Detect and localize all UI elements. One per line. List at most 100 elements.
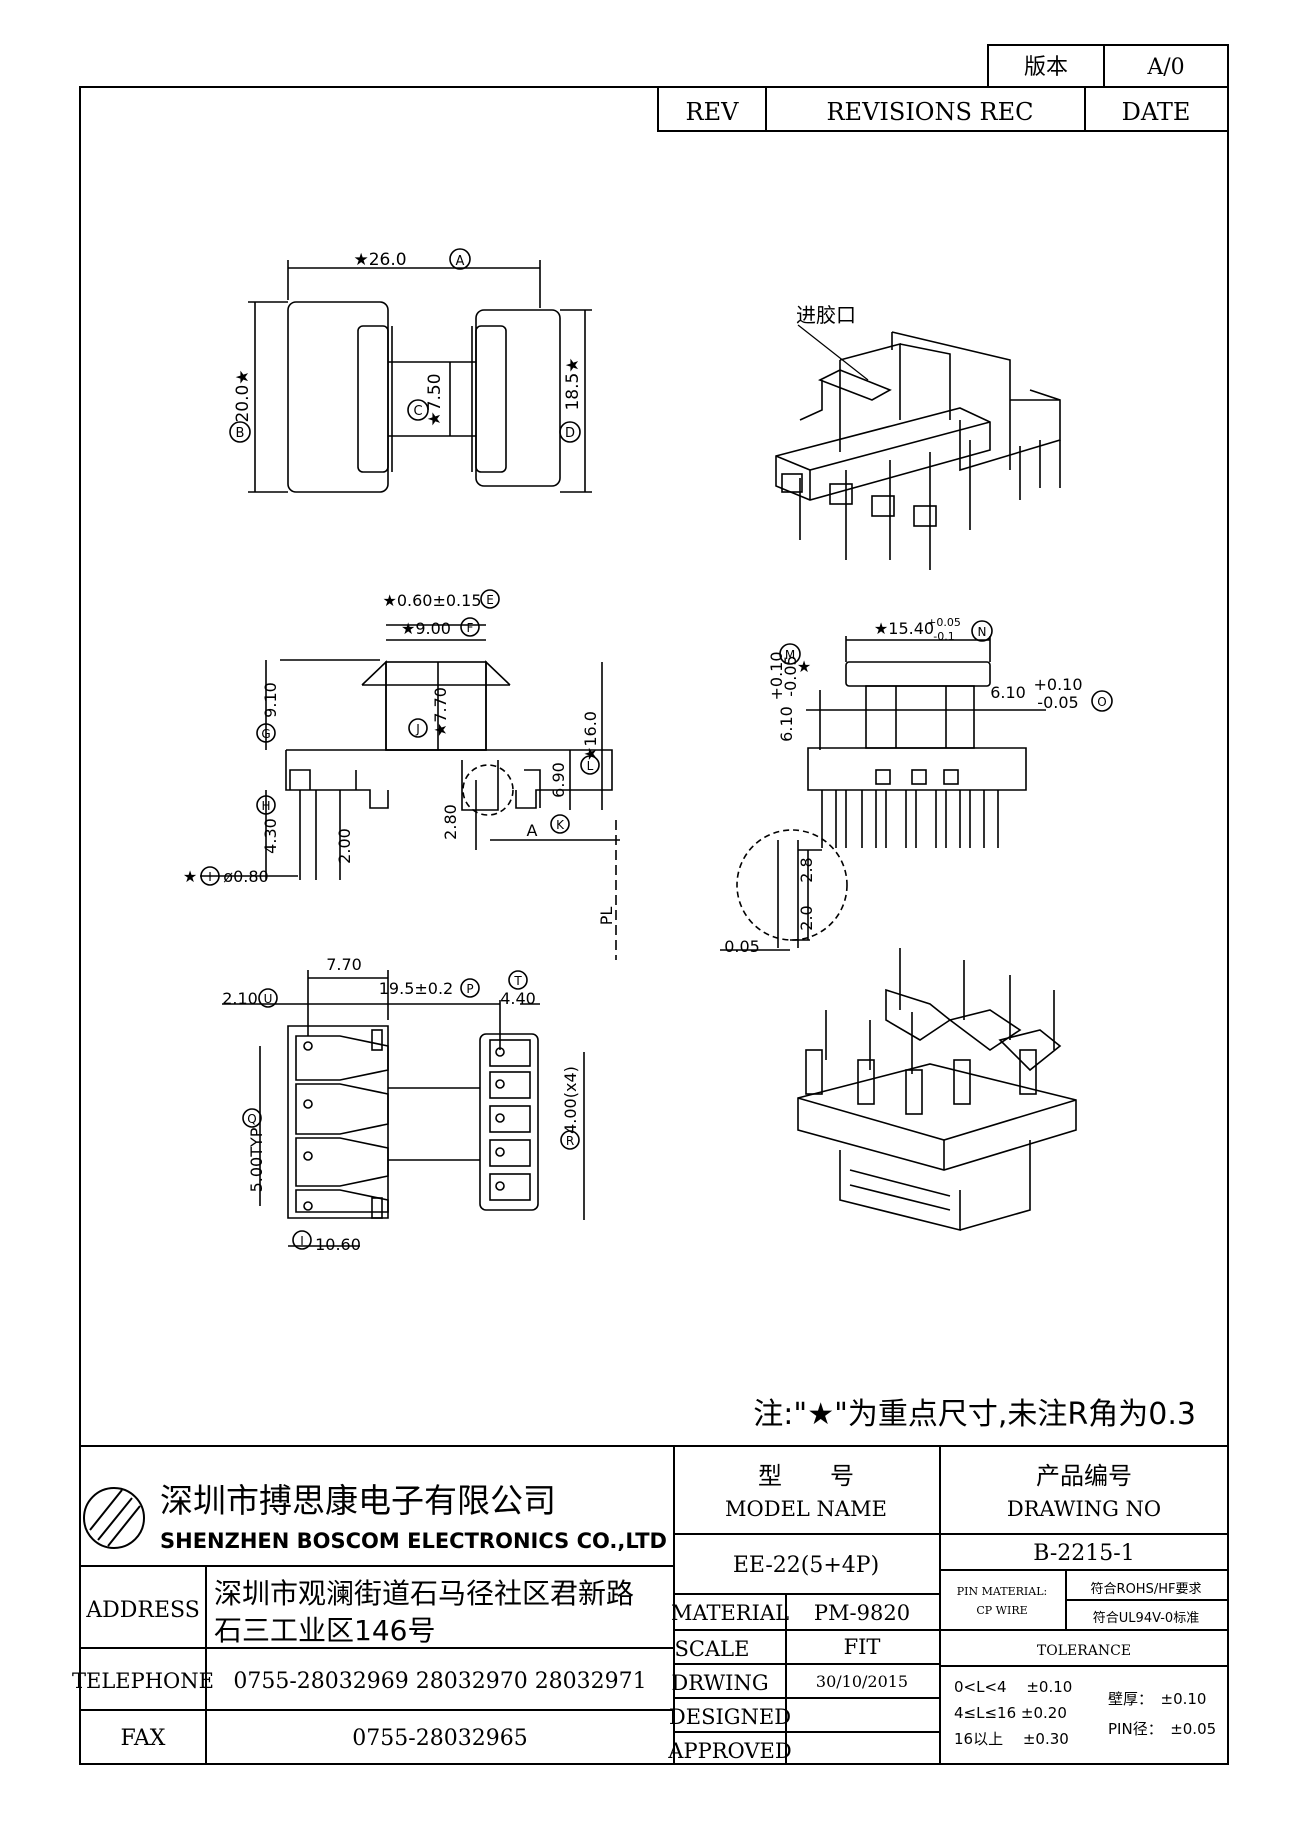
drwing-value: 30/10/2015 [816, 1672, 908, 1691]
tag-u: U [264, 992, 273, 1006]
dim-770-core: ★7.70 [431, 687, 450, 737]
revision-box: 版本 A/0 REV REVISIONS REC DATE [657, 44, 1229, 132]
dim-200: 2.00 [335, 828, 354, 864]
tag-r: R [566, 1134, 574, 1148]
tag-k: K [556, 818, 565, 832]
dim-pin-dia: ø0.80 [223, 867, 268, 886]
tag-d: D [565, 426, 575, 441]
dim-height-20: 20.0★ [233, 369, 253, 422]
dim-430: 4.30 [261, 818, 280, 854]
tag-m: M [785, 648, 795, 662]
ul-spec: 符合UL94V-0标准 [1093, 1610, 1199, 1626]
detail-28: 2.8 [797, 857, 816, 882]
dim-height-185: 18.5★ [563, 357, 583, 410]
model-value: EE-22(5+4P) [733, 1553, 879, 1578]
company-name-en: SHENZHEN BOSCOM ELECTRONICS CO.,LTD [160, 1529, 667, 1553]
dim-770-bottom: 7.70 [326, 955, 362, 974]
pin-star: ★ [183, 867, 197, 886]
tag-g: G [261, 727, 270, 741]
dim-inner-9: ★9.00 [401, 619, 451, 638]
tolerance-row-3: 16以上 ±0.30 [954, 1730, 1069, 1748]
dim-610-left: 6.10 [777, 706, 796, 742]
address-line1: 深圳市观澜街道石马径社区君新路 [214, 1577, 634, 1610]
tolerance-row-2: 4≤L≤16 ±0.20 [954, 1704, 1067, 1722]
iso-view-top [775, 324, 1061, 570]
material-label: MATERIAL [671, 1601, 789, 1625]
bottom-view [222, 970, 585, 1250]
tol-610-left-dn: -0.05 [781, 655, 800, 696]
rohs-spec: 符合ROHS/HF要求 [1091, 1581, 1202, 1597]
dim-core-750: ★7.50 [425, 373, 445, 426]
tag-f: F [467, 621, 474, 635]
wall-tolerance: 壁厚： ±0.10 [1108, 1690, 1206, 1708]
parting-line-label: PL [597, 907, 616, 926]
drawing-no-label-en: DRAWING NO [1007, 1497, 1161, 1521]
detail-20: 2.0 [797, 905, 816, 930]
drawing-note: 注:"★"为重点尺寸,未注R角为0.3 [753, 1397, 1196, 1432]
fax-label: FAX [121, 1726, 166, 1751]
front-star: ★ [797, 657, 811, 676]
tol-610-right-dn: -0.05 [1037, 693, 1078, 712]
tol-1540-dn: -0.1 [933, 630, 954, 643]
dim-160: ★16.0 [581, 711, 600, 761]
material-value: PM-9820 [814, 1601, 910, 1625]
address-line2: 石三工业区146号 [214, 1614, 435, 1647]
tag-p: P [466, 982, 473, 996]
tag-h: H [261, 799, 270, 813]
drwing-label: DRWING [671, 1671, 768, 1695]
drawing-no-value: B-2215-1 [1033, 1541, 1134, 1566]
version-label: 版本 [1024, 55, 1068, 80]
tag-i-bottom: I [300, 1234, 304, 1248]
tag-n: N [978, 625, 987, 639]
tag-o: O [1097, 695, 1106, 709]
rev-label: REV [686, 98, 740, 126]
cp-wire-label: CP WIRE [976, 1604, 1027, 1617]
tol-610-right-up: +0.10 [1033, 675, 1082, 694]
drawing-no-label-cn: 产品编号 [1036, 1462, 1132, 1490]
dim-1060: 10.60 [315, 1235, 361, 1254]
iso-view-bottom [797, 948, 1077, 1232]
designed-label: DESIGNED [669, 1705, 791, 1729]
detail-005: 0.05 [724, 937, 760, 956]
model-label-en: MODEL NAME [725, 1497, 887, 1521]
dim-210: 2.10 [222, 989, 258, 1008]
revisions-rec-label: REVISIONS REC [826, 98, 1033, 126]
company-logo [83, 1487, 145, 1549]
tag-j: J [415, 722, 420, 736]
tag-a: A [456, 254, 465, 269]
dim-610-right: 6.10 [990, 683, 1026, 702]
tol-1540-up: +0.05 [927, 616, 961, 629]
tag-c: C [413, 404, 422, 419]
dim-width-26: ★26.0 [353, 250, 406, 270]
dim-440: 4.40 [500, 989, 536, 1008]
telephone-label: TELEPHONE [72, 1669, 214, 1693]
dim-flange: ★0.60±0.15 [383, 591, 482, 610]
dim-500typ: 5.00TYP [247, 1127, 266, 1192]
tag-i: I [208, 870, 212, 884]
detail-view [720, 829, 848, 951]
tag-e: E [486, 593, 494, 607]
tag-l: L [587, 759, 594, 773]
dim-195: 19.5±0.2 [379, 979, 453, 998]
scale-label: SCALE [675, 1637, 750, 1661]
tolerance-title: TOLERANCE [1037, 1643, 1131, 1659]
tag-q: Q [247, 1112, 256, 1126]
address-label: ADDRESS [85, 1598, 200, 1623]
company-name-cn: 深圳市搏思康电子有限公司 [160, 1481, 556, 1520]
dim-280: 2.80 [441, 804, 460, 840]
sheet-border [79, 86, 1229, 1765]
pin-tolerance: PIN径： ±0.05 [1108, 1720, 1216, 1738]
section-a-label: A [527, 821, 538, 840]
top-view [229, 248, 592, 493]
fax-value: 0755-28032965 [352, 1726, 527, 1751]
scale-value: FIT [844, 1635, 881, 1659]
tolerance-row-1: 0<L<4 ±0.10 [954, 1678, 1072, 1696]
title-block [80, 1445, 1228, 1764]
gate-callout: 进胶口 [796, 303, 856, 327]
dim-400x4: 4.00(x4) [561, 1066, 580, 1134]
tag-t: T [513, 974, 522, 988]
pin-material-label: PIN MATERIAL: [957, 1585, 1047, 1598]
tag-b: B [236, 426, 245, 441]
approved-label: APPROVED [667, 1739, 791, 1763]
